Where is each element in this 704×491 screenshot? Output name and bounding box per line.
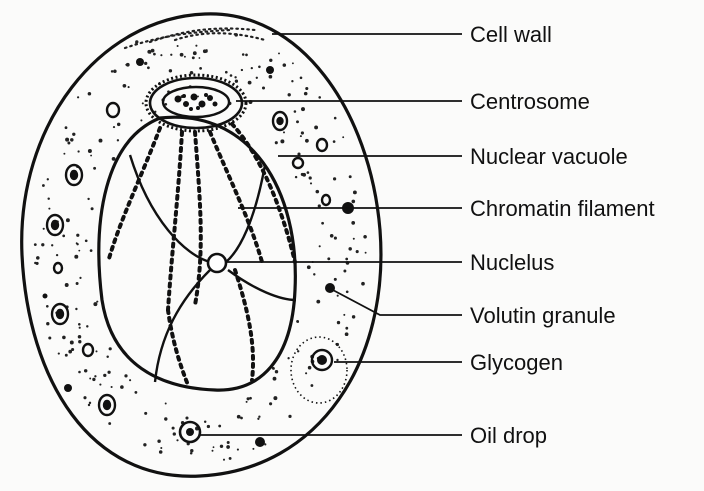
label-glycogen: Glycogen: [470, 352, 563, 374]
nucleolus: [208, 254, 226, 272]
chromatin-filaments: [108, 124, 295, 385]
label-nucleolus: Nuclelus: [470, 252, 554, 274]
label-oil-drop: Oil drop: [470, 425, 547, 447]
label-nuclear-vacuole: Nuclear vacuole: [470, 146, 628, 168]
glycogen: [291, 337, 347, 403]
label-volutin-granule: Volutin granule: [470, 305, 616, 327]
top-dotted-streaks: [125, 29, 265, 49]
label-cell-wall: Cell wall: [470, 24, 552, 46]
oil-drop: [180, 422, 200, 442]
label-centrosome: Centrosome: [470, 91, 590, 113]
label-chromatin-filament: Chromatin filament: [470, 198, 655, 220]
